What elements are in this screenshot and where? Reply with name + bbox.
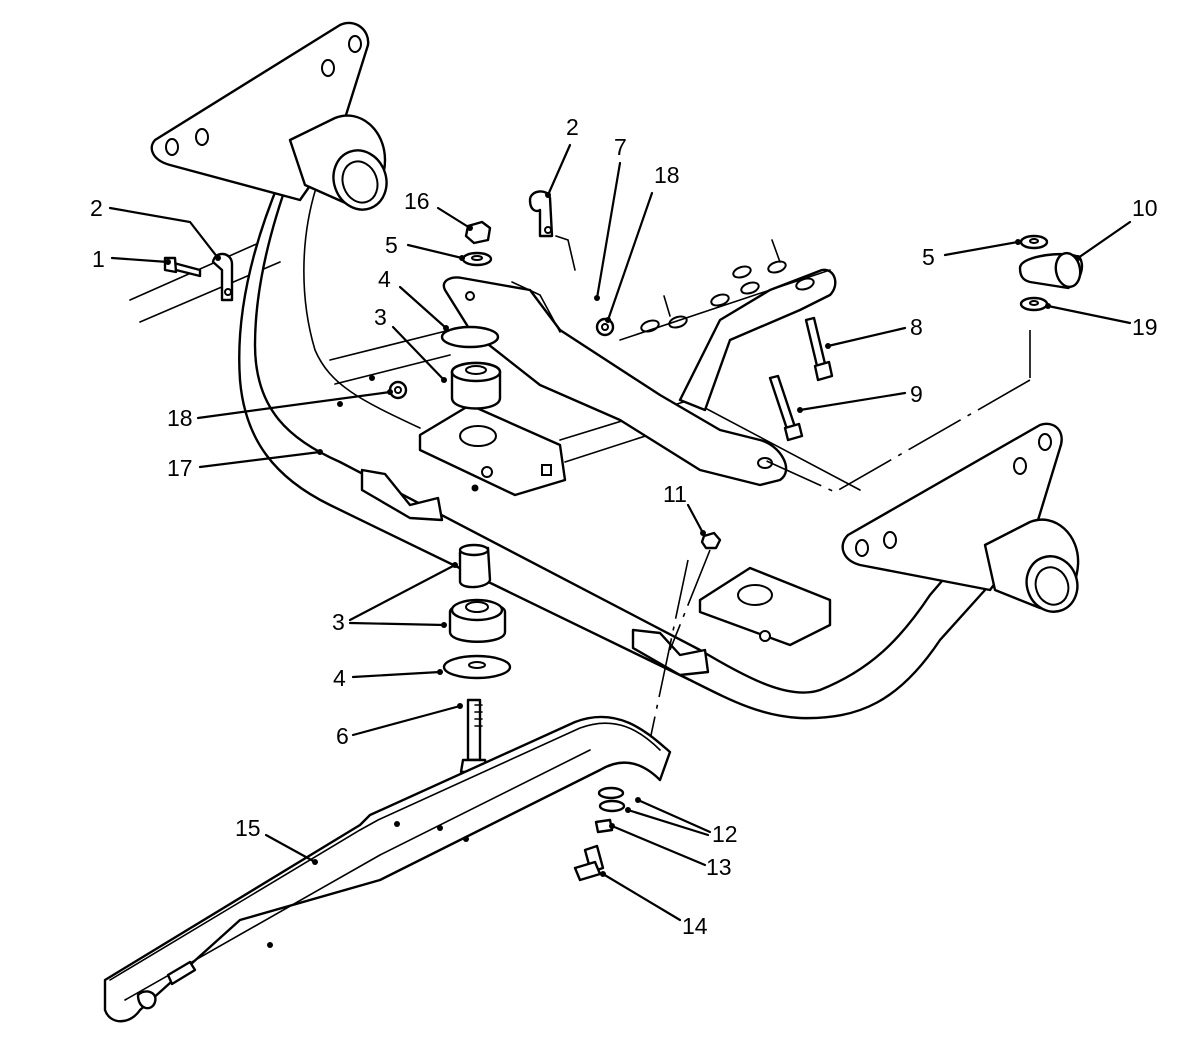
nut-18-lower bbox=[388, 380, 408, 400]
frame-hole bbox=[337, 401, 343, 407]
callout-16: 16 bbox=[404, 188, 430, 214]
assembly-center-lines bbox=[649, 330, 1031, 741]
callout-14: 14 bbox=[682, 913, 708, 939]
callout-6: 6 bbox=[336, 723, 349, 749]
callout-2-top: 2 bbox=[566, 114, 579, 140]
callout-labels: 1 2 2 3 3 4 4 5 5 6 7 8 9 10 11 12 13 14… bbox=[90, 114, 1158, 939]
callout-9: 9 bbox=[910, 381, 923, 407]
nut-11 bbox=[700, 531, 722, 550]
front-mount-pad bbox=[698, 566, 832, 647]
callout-3-lower: 3 bbox=[332, 609, 345, 635]
left-mount-plate bbox=[150, 21, 388, 211]
callout-11: 11 bbox=[663, 481, 687, 507]
callout-7: 7 bbox=[614, 134, 627, 160]
clamp-top bbox=[528, 190, 576, 271]
callout-4-lower: 4 bbox=[333, 665, 346, 691]
frame-clip-right bbox=[631, 628, 710, 677]
clamp-bolt-left bbox=[163, 252, 234, 302]
center-mount-pad bbox=[418, 403, 567, 497]
callout-13: 13 bbox=[706, 854, 732, 880]
callout-5-left: 5 bbox=[385, 232, 398, 258]
callout-5-right: 5 bbox=[922, 244, 935, 270]
bolt-8 bbox=[804, 316, 834, 382]
callout-15: 15 bbox=[235, 815, 261, 841]
right-mount-plate bbox=[841, 422, 1080, 613]
callout-19: 19 bbox=[1132, 314, 1158, 340]
upper-mount-stack bbox=[440, 220, 502, 410]
callout-2-left: 2 bbox=[90, 195, 103, 221]
clamp-right-assembly bbox=[1018, 234, 1084, 312]
callout-18-top: 18 bbox=[654, 162, 680, 188]
callout-17: 17 bbox=[167, 455, 193, 481]
main-frame bbox=[238, 173, 987, 720]
callout-18-left: 18 bbox=[167, 405, 193, 431]
frame-hole bbox=[369, 375, 375, 381]
callout-3-upper: 3 bbox=[374, 304, 387, 330]
lower-mount-stack bbox=[442, 543, 512, 774]
bolt-9 bbox=[768, 374, 804, 442]
callout-1: 1 bbox=[92, 246, 105, 272]
runner-rail bbox=[103, 715, 672, 1023]
callout-8: 8 bbox=[910, 314, 923, 340]
lower-fastener-stack bbox=[573, 786, 626, 882]
callout-4-upper: 4 bbox=[378, 266, 391, 292]
nut-18-upper bbox=[595, 317, 615, 337]
frame-clip-left bbox=[360, 468, 444, 522]
frame-hole bbox=[471, 484, 479, 492]
engine-mount-bracket bbox=[442, 239, 837, 487]
callout-10: 10 bbox=[1132, 195, 1158, 221]
callout-12: 12 bbox=[712, 821, 738, 847]
leader-lines bbox=[108, 143, 1132, 922]
